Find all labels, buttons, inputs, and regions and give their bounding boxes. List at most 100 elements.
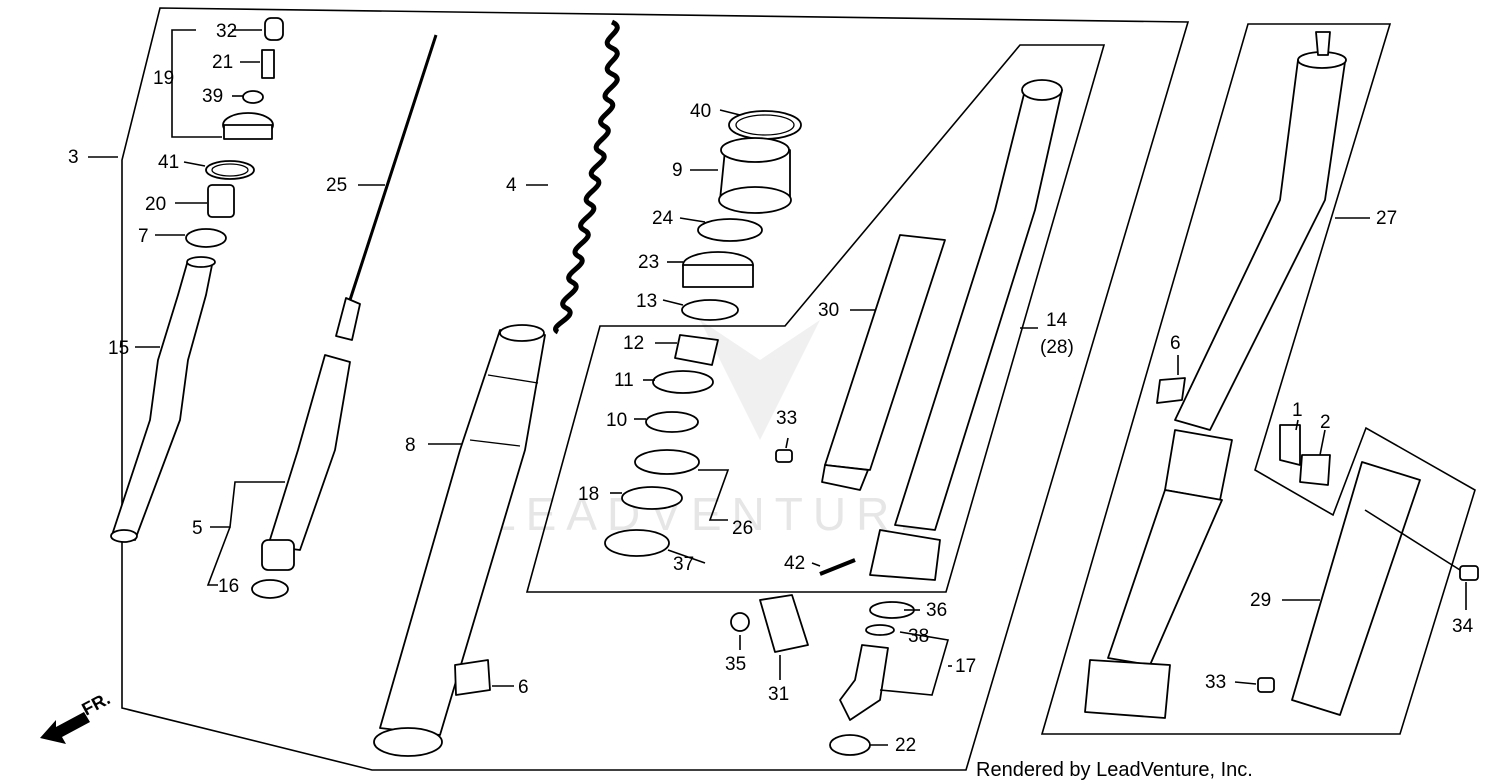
part-42-stud xyxy=(819,558,856,576)
part-12-bushing xyxy=(674,334,719,366)
part-26-seal xyxy=(634,449,700,475)
label-21: 21 xyxy=(212,52,233,73)
label-16: 16 xyxy=(218,576,239,597)
label-1: 1 xyxy=(1292,400,1303,421)
label-8: 8 xyxy=(405,435,416,456)
label-27: 27 xyxy=(1376,208,1397,229)
part-8-outer-tube xyxy=(379,329,546,736)
part-13-washer xyxy=(681,299,739,321)
watermark-text: LEADVENTURE xyxy=(490,488,940,540)
front-direction-indicator: FR. xyxy=(40,688,113,744)
label-5: 5 xyxy=(192,518,203,539)
label-30: 30 xyxy=(818,300,839,321)
part-10-washer xyxy=(645,411,699,433)
label-4: 4 xyxy=(506,175,517,196)
part-29-guard xyxy=(1291,461,1421,716)
label-14b: (28) xyxy=(1040,337,1074,358)
part-6a-guide xyxy=(454,659,491,696)
seals-stack xyxy=(604,110,802,557)
label-26: 26 xyxy=(732,518,753,539)
label-10: 10 xyxy=(606,410,627,431)
inner-tube-and-guard xyxy=(730,79,1063,756)
part-labels: 32 21 19 39 3 41 20 7 15 25 5 16 4 8 6 4… xyxy=(68,21,1474,756)
part-21-valve xyxy=(261,49,275,79)
part-30-guard xyxy=(824,234,946,471)
label-17: 17 xyxy=(955,656,976,677)
label-20: 20 xyxy=(145,194,166,215)
part-5-bottom xyxy=(261,539,295,571)
part-27-upper-tube xyxy=(1174,59,1346,431)
label-33a: 33 xyxy=(776,408,797,429)
part-22-seal xyxy=(829,734,871,756)
label-38: 38 xyxy=(908,626,929,647)
part-15-damper-rod xyxy=(111,259,214,541)
part-25-end xyxy=(335,297,361,341)
front-arrow-icon xyxy=(40,712,90,744)
part-16-clip xyxy=(251,579,289,599)
part-25-rod xyxy=(348,34,438,301)
part-6b-guide xyxy=(1156,377,1186,404)
label-29: 29 xyxy=(1250,590,1271,611)
label-11: 11 xyxy=(614,370,634,391)
label-24: 24 xyxy=(652,208,674,229)
render-credit: Rendered by LeadVenture, Inc. xyxy=(976,759,1253,781)
label-14: 14 xyxy=(1046,310,1068,331)
part-32-cap xyxy=(264,17,284,41)
label-31: 31 xyxy=(768,684,789,705)
label-15: 15 xyxy=(108,338,129,359)
part-19-bolt-body xyxy=(223,124,273,140)
part-11-bushing xyxy=(652,370,714,394)
label-41: 41 xyxy=(158,152,179,173)
part-27-axle-holder xyxy=(1084,659,1171,719)
left-column-parts xyxy=(110,17,438,599)
main-fork-frame xyxy=(121,7,1190,771)
label-6a: 6 xyxy=(518,677,529,698)
part-4-spring xyxy=(553,19,620,335)
label-3: 3 xyxy=(68,147,79,168)
label-13: 13 xyxy=(636,291,657,312)
label-42: 42 xyxy=(784,553,805,574)
label-22: 22 xyxy=(895,735,916,756)
part-35-nut xyxy=(730,612,750,632)
label-36: 36 xyxy=(926,600,947,621)
assembled-fork xyxy=(1084,31,1479,719)
label-2: 2 xyxy=(1320,412,1331,433)
part-20-collar xyxy=(207,184,235,218)
part-14-axle-holder xyxy=(869,529,941,581)
right-fork-frame xyxy=(1040,23,1476,735)
part-34-bolt xyxy=(1459,565,1479,581)
part-8-bottom xyxy=(373,727,443,757)
part-33b-bolt xyxy=(1257,677,1275,693)
label-32: 32 xyxy=(216,21,237,42)
label-12: 12 xyxy=(623,333,644,354)
label-25: 25 xyxy=(326,175,347,196)
frame-boxes xyxy=(121,7,1476,771)
part-2-bracket xyxy=(1299,454,1331,486)
label-34: 34 xyxy=(1452,616,1474,637)
label-33b: 33 xyxy=(1205,672,1226,693)
leader-lines xyxy=(88,29,1467,746)
label-7: 7 xyxy=(138,226,149,247)
label-39: 39 xyxy=(202,86,223,107)
part-24-clip xyxy=(697,218,763,242)
part-1-bracket xyxy=(1279,424,1301,466)
label-19: 19 xyxy=(153,68,174,89)
spring-and-tube xyxy=(373,19,620,757)
part-17-base-valve xyxy=(839,644,889,721)
watermark: LEADVENTURE xyxy=(490,320,940,540)
part-7-stopper xyxy=(185,228,227,248)
part-39-oring xyxy=(242,90,264,104)
label-40: 40 xyxy=(690,101,711,122)
part-18-ring xyxy=(621,486,683,510)
part-31-cap xyxy=(759,594,809,653)
inner-tube-frame xyxy=(525,44,1106,593)
label-6b: 6 xyxy=(1170,333,1181,354)
part-38-oring xyxy=(865,624,895,636)
part-15-top xyxy=(186,256,216,268)
label-9: 9 xyxy=(672,160,683,181)
part-5-cartridge xyxy=(267,354,351,551)
label-23: 23 xyxy=(638,252,659,273)
label-18: 18 xyxy=(578,484,599,505)
